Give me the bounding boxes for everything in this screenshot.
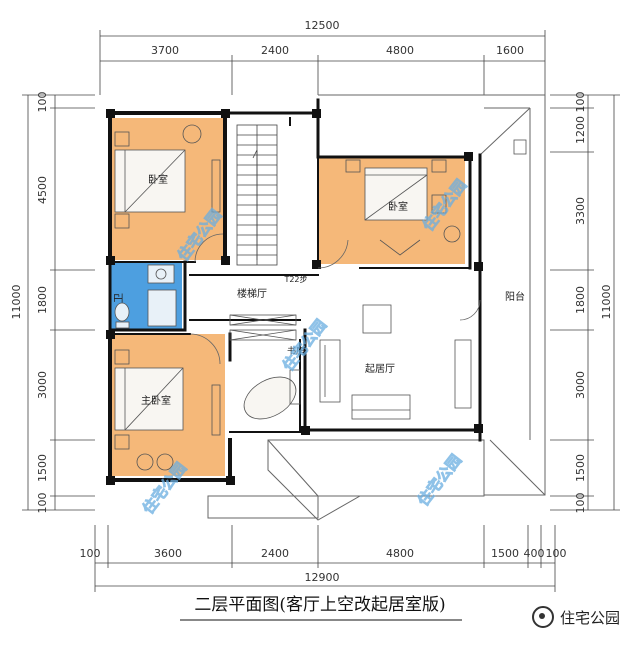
brand-logo-icon <box>531 606 554 628</box>
right-dim-1: 100 <box>574 92 587 113</box>
roof-outline <box>207 94 546 521</box>
watermark-5: 住宅公园 <box>414 451 465 509</box>
label-stair-hall: 楼梯厅 <box>237 287 267 300</box>
left-dim-6: 100 <box>36 493 49 514</box>
label-bedroom-top-left: 卧室 <box>148 173 168 186</box>
left-dim-3: 1800 <box>36 286 49 314</box>
bottom-total-dim: 12900 <box>305 571 340 584</box>
left-dim-1: 100 <box>36 92 49 113</box>
right-dim-7: 100 <box>574 493 587 514</box>
label-bathroom: 卫 <box>114 293 125 303</box>
bed-top-right <box>364 167 428 221</box>
bed-master <box>114 367 184 431</box>
footer-watermark: 住宅公园 <box>531 606 620 628</box>
bottom-dim-3: 2400 <box>261 547 289 560</box>
right-dim-3: 3300 <box>574 197 587 225</box>
bottom-dim-6: 400 <box>524 547 545 560</box>
label-master-bedroom: 主卧室 <box>141 394 171 407</box>
furniture <box>114 124 527 471</box>
drawing-caption: 二层平面图(客厅上空改起居室版) <box>194 595 446 615</box>
left-dim-4: 3000 <box>36 371 49 399</box>
top-dimensions <box>99 30 546 95</box>
top-dim-3: 4800 <box>386 44 414 57</box>
bottom-dim-5: 1500 <box>491 547 519 560</box>
right-dim-6: 1500 <box>574 454 587 482</box>
right-total-dim: 11000 <box>600 285 613 320</box>
bottom-dim-2: 3600 <box>154 547 182 560</box>
wall-columns <box>106 109 483 485</box>
label-study: 书房 <box>287 345 305 357</box>
footer-watermark-text: 住宅公园 <box>559 608 620 627</box>
bottom-dimensions <box>94 525 556 592</box>
label-stair-steps: T22步 <box>283 275 307 284</box>
right-dim-4: 1800 <box>574 286 587 314</box>
left-dimensions <box>22 94 95 511</box>
top-dim-1: 3700 <box>151 44 179 57</box>
staircase <box>236 124 278 266</box>
door-swings <box>189 233 481 365</box>
right-dim-5: 3000 <box>574 371 587 399</box>
left-total-dim: 11000 <box>10 285 23 320</box>
label-living-room: 起居厅 <box>365 363 395 375</box>
right-dimensions <box>550 94 620 511</box>
left-dim-5: 1500 <box>36 454 49 482</box>
top-dim-4: 1600 <box>496 44 524 57</box>
label-bedroom-top-right: 卧室 <box>388 200 408 213</box>
label-balcony: 阳台 <box>505 290 525 303</box>
bottom-dim-1: 100 <box>80 547 101 560</box>
bottom-dim-7: 100 <box>546 547 567 560</box>
top-total-dim: 12500 <box>305 19 340 32</box>
right-dim-2: 1200 <box>574 116 587 144</box>
bottom-dim-4: 4800 <box>386 547 414 560</box>
top-dim-2: 2400 <box>261 44 289 57</box>
left-dim-2: 4500 <box>36 176 49 204</box>
bed-top-left <box>114 149 186 213</box>
